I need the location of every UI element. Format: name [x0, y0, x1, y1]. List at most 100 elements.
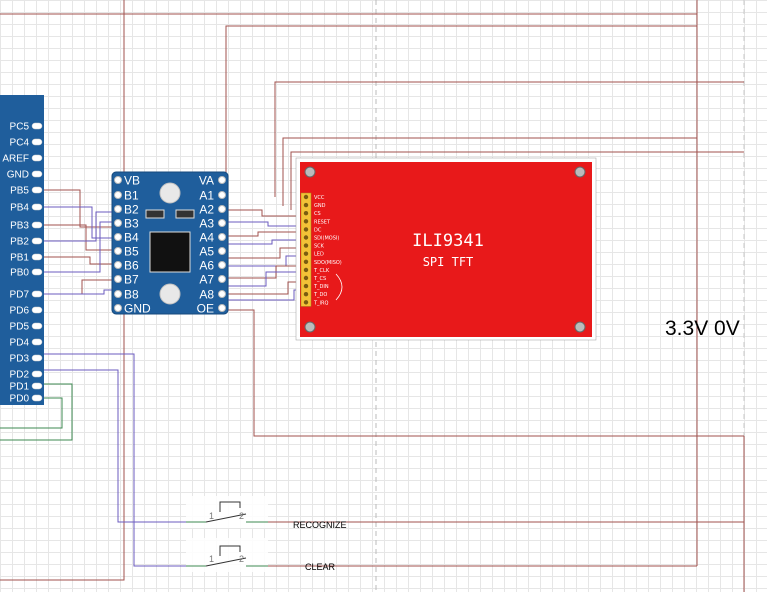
tft-pin-sdomiso[interactable] — [303, 259, 309, 264]
signal-wires[interactable] — [0, 189, 300, 567]
mcu-pin-label: PB2 — [10, 237, 29, 248]
shifter-pin-b4[interactable] — [114, 233, 122, 241]
tft-pin-label: SDO(MISO) — [314, 260, 342, 266]
mcu-pin-pd3[interactable] — [31, 354, 43, 362]
mcu-pin-label: PB4 — [10, 203, 29, 214]
shifter-pin-label: A5 — [199, 245, 214, 259]
shifter-pin-a2[interactable] — [218, 205, 226, 213]
tft-pin-label: VCC — [314, 195, 325, 201]
tft-pin-label: SCK — [314, 244, 325, 250]
mcu-pin-pd5[interactable] — [31, 322, 43, 330]
shifter-pin-vb[interactable] — [114, 176, 122, 184]
mcu-pin-pc4[interactable] — [31, 138, 43, 146]
tft-pin-label: T_CLK — [313, 268, 330, 274]
mcu-pin-pd0[interactable] — [31, 394, 43, 402]
mcu-pin-label: PB1 — [10, 253, 29, 264]
tft-pin-led[interactable] — [303, 251, 309, 256]
tft-pin-label: DC — [314, 227, 322, 233]
shifter-pin-b6[interactable] — [114, 261, 122, 269]
mcu-pin-pb0[interactable] — [31, 268, 43, 276]
tft-pin-t_cs[interactable] — [303, 275, 309, 281]
tft-pin-gnd[interactable] — [303, 202, 309, 208]
label-clear: CLEAR — [305, 562, 336, 572]
shifter-pin-label: A6 — [199, 259, 214, 273]
mcu-pin-label: PB5 — [10, 186, 29, 197]
tft-pin-t_din[interactable] — [303, 283, 309, 289]
mcu-pin-aref[interactable] — [31, 154, 43, 162]
tft-pin-label: LED — [314, 252, 324, 258]
tft-pin-vcc[interactable] — [303, 194, 309, 200]
shifter-pin-label: B4 — [124, 231, 139, 245]
microcontroller-board: PC5PC4AREFGNDPB5PB4PB3PB2PB1PB0PD7PD6PD5… — [0, 95, 44, 405]
mcu-pin-pc5[interactable] — [31, 122, 43, 130]
resistor — [175, 209, 195, 219]
mcu-pin-pb1[interactable] — [31, 253, 43, 261]
tft-pin-label: GND — [314, 203, 326, 209]
mcu-pin-pd7[interactable] — [31, 290, 43, 298]
tft-pin-t_do[interactable] — [303, 292, 309, 297]
shifter-pin-b3[interactable] — [114, 219, 122, 227]
shifter-pin-a6[interactable] — [218, 261, 226, 269]
rail-voltage-label: 3.3V 0V — [665, 317, 740, 340]
tft-pin-sdimosi[interactable] — [303, 235, 309, 240]
shifter-pin-a7[interactable] — [218, 275, 226, 283]
shifter-pin-b1[interactable] — [114, 191, 122, 199]
shifter-pin-va[interactable] — [218, 176, 226, 184]
shifter-pin-label: B3 — [124, 217, 139, 231]
touch-bracket — [335, 273, 343, 301]
mcu-pin-label: GND — [7, 170, 29, 181]
mcu-pin-pd2[interactable] — [31, 370, 43, 378]
shifter-pin-a3[interactable] — [218, 219, 226, 227]
shifter-pin-b8[interactable] — [114, 290, 122, 298]
shifter-pin-label: B2 — [124, 203, 139, 217]
shifter-pin-b5[interactable] — [114, 247, 122, 255]
shifter-pin-a4[interactable] — [218, 233, 226, 241]
mcu-pin-label: PD1 — [10, 382, 30, 393]
shifter-pin-gnd[interactable] — [114, 304, 122, 312]
mcu-pin-pd1[interactable] — [31, 382, 43, 390]
mcu-pin-label: PD0 — [10, 394, 30, 405]
tft-pin-t_clk[interactable] — [303, 267, 309, 273]
mcu-pin-label: PD4 — [10, 338, 30, 349]
tft-pin-label: T_DO — [313, 292, 327, 298]
switch-pin-2: 2 — [239, 511, 244, 521]
resistor — [145, 209, 165, 219]
tft-title: ILI9341 — [412, 231, 484, 251]
shifter-pin-label: B1 — [124, 189, 139, 203]
mount-hole — [304, 321, 316, 333]
shifter-pin-label: A8 — [199, 288, 214, 302]
shifter-pin-label: A3 — [199, 217, 214, 231]
shifter-pin-b2[interactable] — [114, 205, 122, 213]
button-clear[interactable]: 1 2 — [186, 538, 268, 572]
shifter-pin-label: VA — [199, 174, 214, 188]
power-wires[interactable] — [0, 0, 745, 592]
tft-pin-dc[interactable] — [303, 227, 309, 232]
shifter-pin-a8[interactable] — [218, 290, 226, 298]
tft-pin-reset[interactable] — [303, 219, 309, 224]
shifter-pin-a5[interactable] — [218, 247, 226, 255]
shifter-pin-a1[interactable] — [218, 191, 226, 199]
mcu-pin-pb5[interactable] — [31, 186, 43, 194]
shifter-pin-label: B8 — [124, 288, 139, 302]
mcu-pin-label: PD6 — [10, 306, 30, 317]
tft-pin-t_irq[interactable] — [303, 300, 309, 305]
mcu-pin-label: PD5 — [10, 322, 30, 333]
mcu-pin-label: PD2 — [10, 370, 30, 381]
level-shifter-board: VBB1B2B3B4B5B6B7B8GNDVAA1A2A3A4A5A6A7A8O… — [111, 171, 229, 316]
shifter-pin-oe[interactable] — [218, 304, 226, 312]
shifter-pin-label: OE — [197, 302, 214, 316]
mcu-pin-pb4[interactable] — [31, 203, 43, 211]
mount-hole — [159, 283, 181, 305]
mcu-pin-pb2[interactable] — [31, 237, 43, 245]
tft-pin-sck[interactable] — [303, 243, 309, 248]
tft-pin-cs[interactable] — [303, 211, 309, 216]
shifter-pin-b7[interactable] — [114, 275, 122, 283]
mcu-pin-pb3[interactable] — [31, 221, 43, 229]
button-recognize[interactable]: 1 2 — [186, 496, 268, 528]
mcu-pin-gnd[interactable] — [31, 170, 43, 178]
mcu-pin-pd6[interactable] — [31, 306, 43, 314]
mcu-pin-pd4[interactable] — [31, 338, 43, 346]
shifter-pin-label: A1 — [199, 189, 214, 203]
tft-display: ILI9341 SPI TFT VCCGNDCSRESETDCSDI(MOSI)… — [295, 157, 597, 341]
